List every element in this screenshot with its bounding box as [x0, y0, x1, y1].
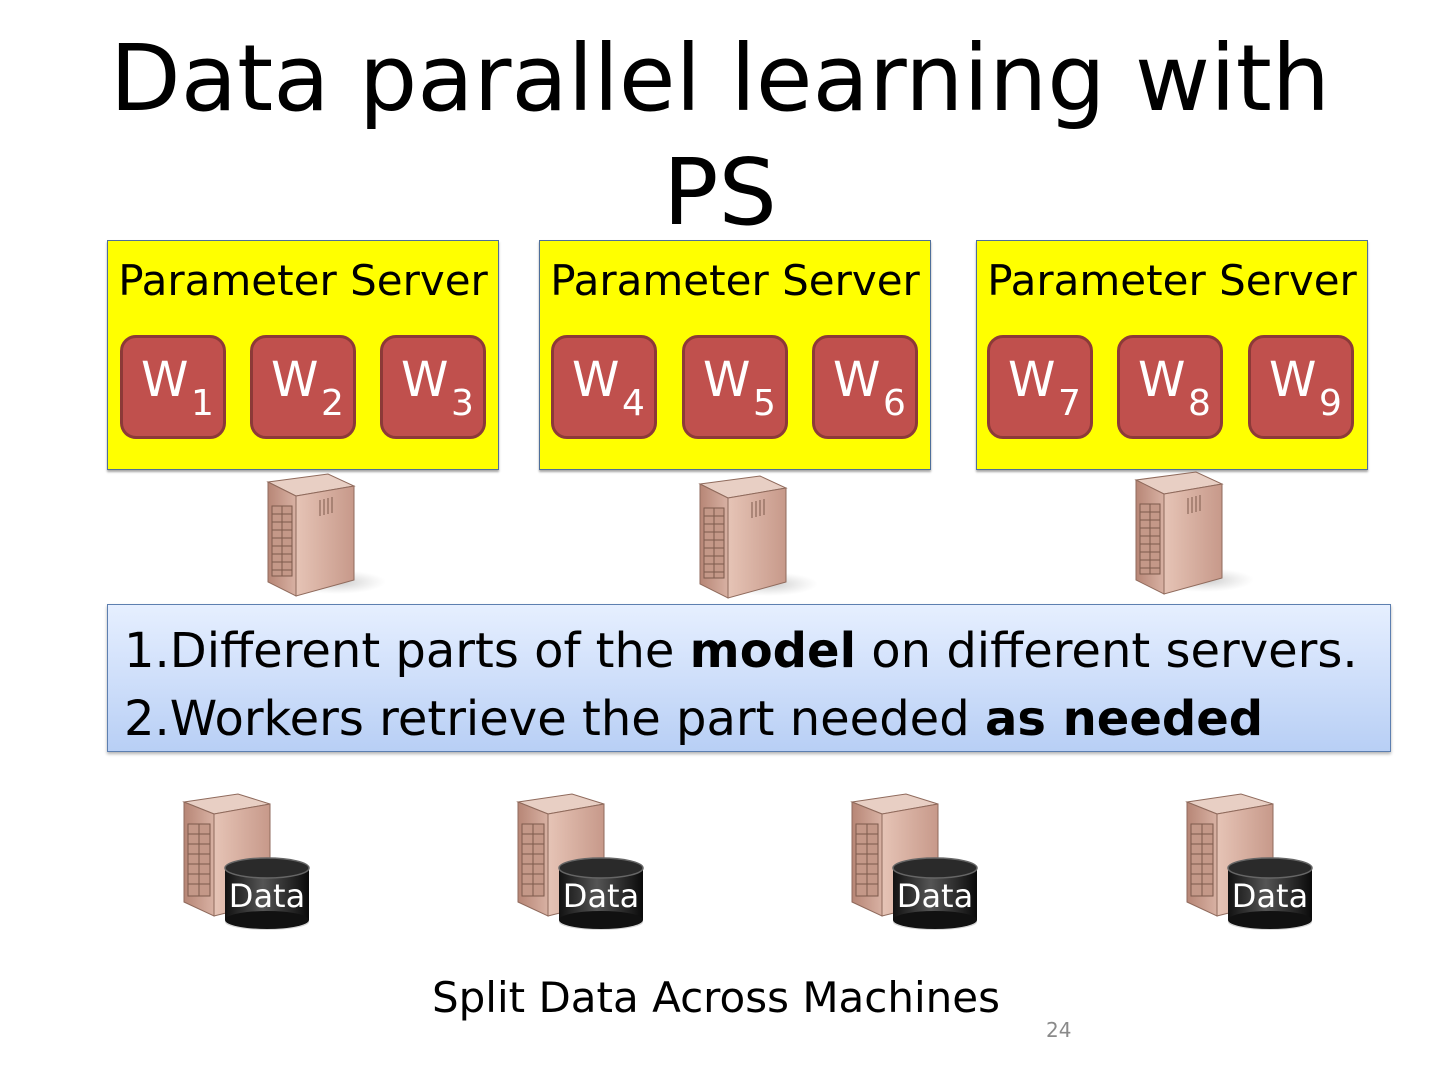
server-with-data-icon: [850, 793, 978, 930]
server-tower-icon: [698, 475, 818, 599]
info-line-1-text: 1.Different parts of the: [124, 623, 690, 679]
info-box: 1.Different parts of the model on differ…: [107, 604, 1391, 752]
title-line-2: PS: [663, 139, 777, 246]
ps-label: Parameter Server: [550, 256, 920, 305]
title-line-1: Data parallel learning with: [109, 25, 1331, 132]
worker-index: 6: [883, 383, 906, 424]
worker-letter: W: [1138, 352, 1186, 408]
server-with-data-icon: [1185, 793, 1313, 930]
data-label: Data: [562, 877, 640, 915]
data-machine-4: Data: [1181, 792, 1321, 932]
data-label: Data: [228, 877, 306, 915]
server-tower-icon: [266, 473, 386, 597]
server-with-data-icon: [516, 793, 644, 930]
server-with-data-icon: [182, 793, 310, 930]
worker-letter: W: [703, 352, 751, 408]
worker-index: 1: [191, 383, 214, 424]
worker-letter: W: [1269, 352, 1317, 408]
worker-letter: W: [572, 352, 620, 408]
worker-letter: W: [401, 352, 449, 408]
slide-title: Data parallel learning with PS: [0, 22, 1440, 250]
info-line-1-tail: on different servers.: [856, 623, 1358, 679]
info-line-2-text: 2.Workers retrieve the part needed: [124, 691, 985, 747]
info-line-2-bold: as needed: [984, 691, 1264, 747]
data-label: Data: [1231, 877, 1309, 915]
worker-index: 9: [1319, 383, 1342, 424]
info-line-2: 2.Workers retrieve the part needed as ne…: [124, 685, 1390, 753]
worker-index: 7: [1058, 383, 1081, 424]
data-machine-1: Data: [178, 792, 318, 932]
worker-letter: W: [1008, 352, 1056, 408]
data-machine-2: Data: [512, 792, 652, 932]
worker-index: 8: [1188, 383, 1211, 424]
info-line-1-bold: model: [689, 623, 857, 679]
worker-index: 5: [753, 383, 776, 424]
ps-label: Parameter Server: [118, 256, 488, 305]
page-number: 24: [1046, 1018, 1072, 1042]
info-line-1: 1.Different parts of the model on differ…: [124, 617, 1390, 685]
worker-index: 3: [451, 383, 474, 424]
worker-letter: W: [833, 352, 881, 408]
data-label: Data: [896, 877, 974, 915]
caption: Split Data Across Machines: [431, 973, 1001, 1022]
worker-letter: W: [141, 352, 189, 408]
ps-label: Parameter Server: [987, 256, 1357, 305]
worker-index: 2: [321, 383, 344, 424]
worker-index: 4: [622, 383, 645, 424]
server-tower-icon: [1134, 471, 1254, 595]
worker-letter: W: [271, 352, 319, 408]
data-machine-3: Data: [846, 792, 986, 932]
